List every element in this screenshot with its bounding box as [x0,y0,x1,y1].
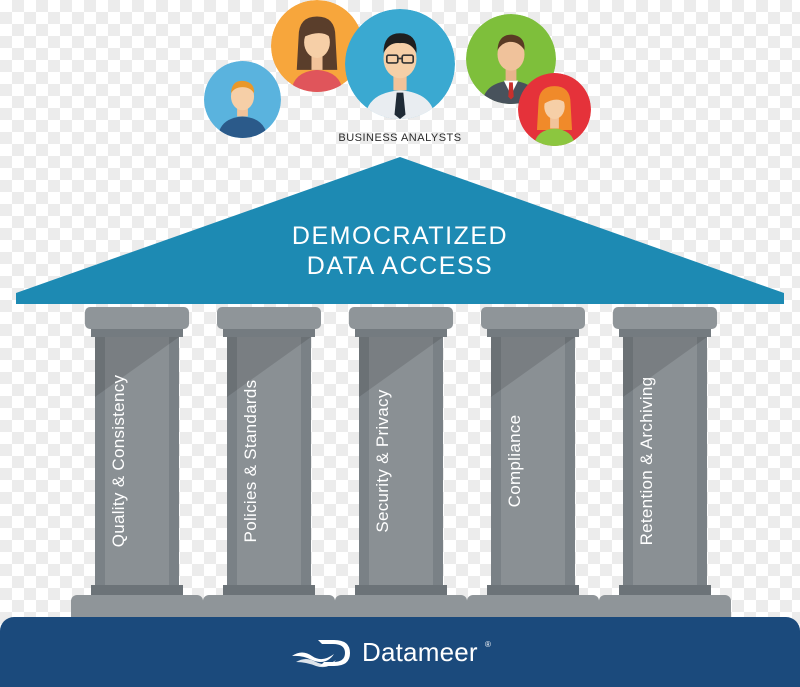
pillar-label: Retention & Archiving [637,376,656,546]
pillar-shaft [359,337,443,585]
pillar-base [467,595,599,617]
datameer-logo: Datameer ® [290,636,520,670]
pillar-base [335,595,467,617]
redhead-woman-avatar-icon [518,73,591,146]
pillar-policies-standards: Policies & Standards [203,307,335,617]
pillar-quality-consistency: Quality & Consistency [71,307,203,617]
young-man-avatar-icon [204,61,281,138]
pillar-base [203,595,335,617]
pillar-capital [217,307,321,329]
roof-title-line-2: DATA ACCESS [306,252,494,280]
pillar-label: Quality & Consistency [109,374,128,548]
pillar-base [599,595,731,617]
pillar-label: Compliance [505,414,524,508]
pillar-shaft [95,337,179,585]
roof-title: DEMOCRATIZED DATA ACCESS [200,221,600,281]
roof-title-line-1: DEMOCRATIZED [291,222,509,250]
pillar-capital [85,307,189,329]
datameer-logo-icon [292,640,350,668]
pillar-shaft [227,337,311,585]
pillar-shaft [491,337,575,585]
pillar-retention-archiving: Retention & Archiving [599,307,731,617]
man-with-glasses-avatar-icon [345,9,455,119]
woman-avatar-icon [271,0,363,92]
roof-pediment [16,157,784,304]
pillar-label: Policies & Standards [241,379,260,543]
pillar-capital [349,307,453,329]
pillar-base [71,595,203,617]
users-caption: BUSINESS ANALYSTS [338,132,462,144]
pillar-security-privacy: Security & Privacy [335,307,467,617]
foundation-floor [0,617,800,687]
pillar-shaft [623,337,707,585]
pillar-label: Security & Privacy [373,389,392,533]
pillar-capital [481,307,585,329]
pillar-capital [613,307,717,329]
brand-name: Datameer [362,637,478,667]
pillar-compliance: Compliance [467,307,599,617]
trademark-symbol: ® [485,640,491,649]
